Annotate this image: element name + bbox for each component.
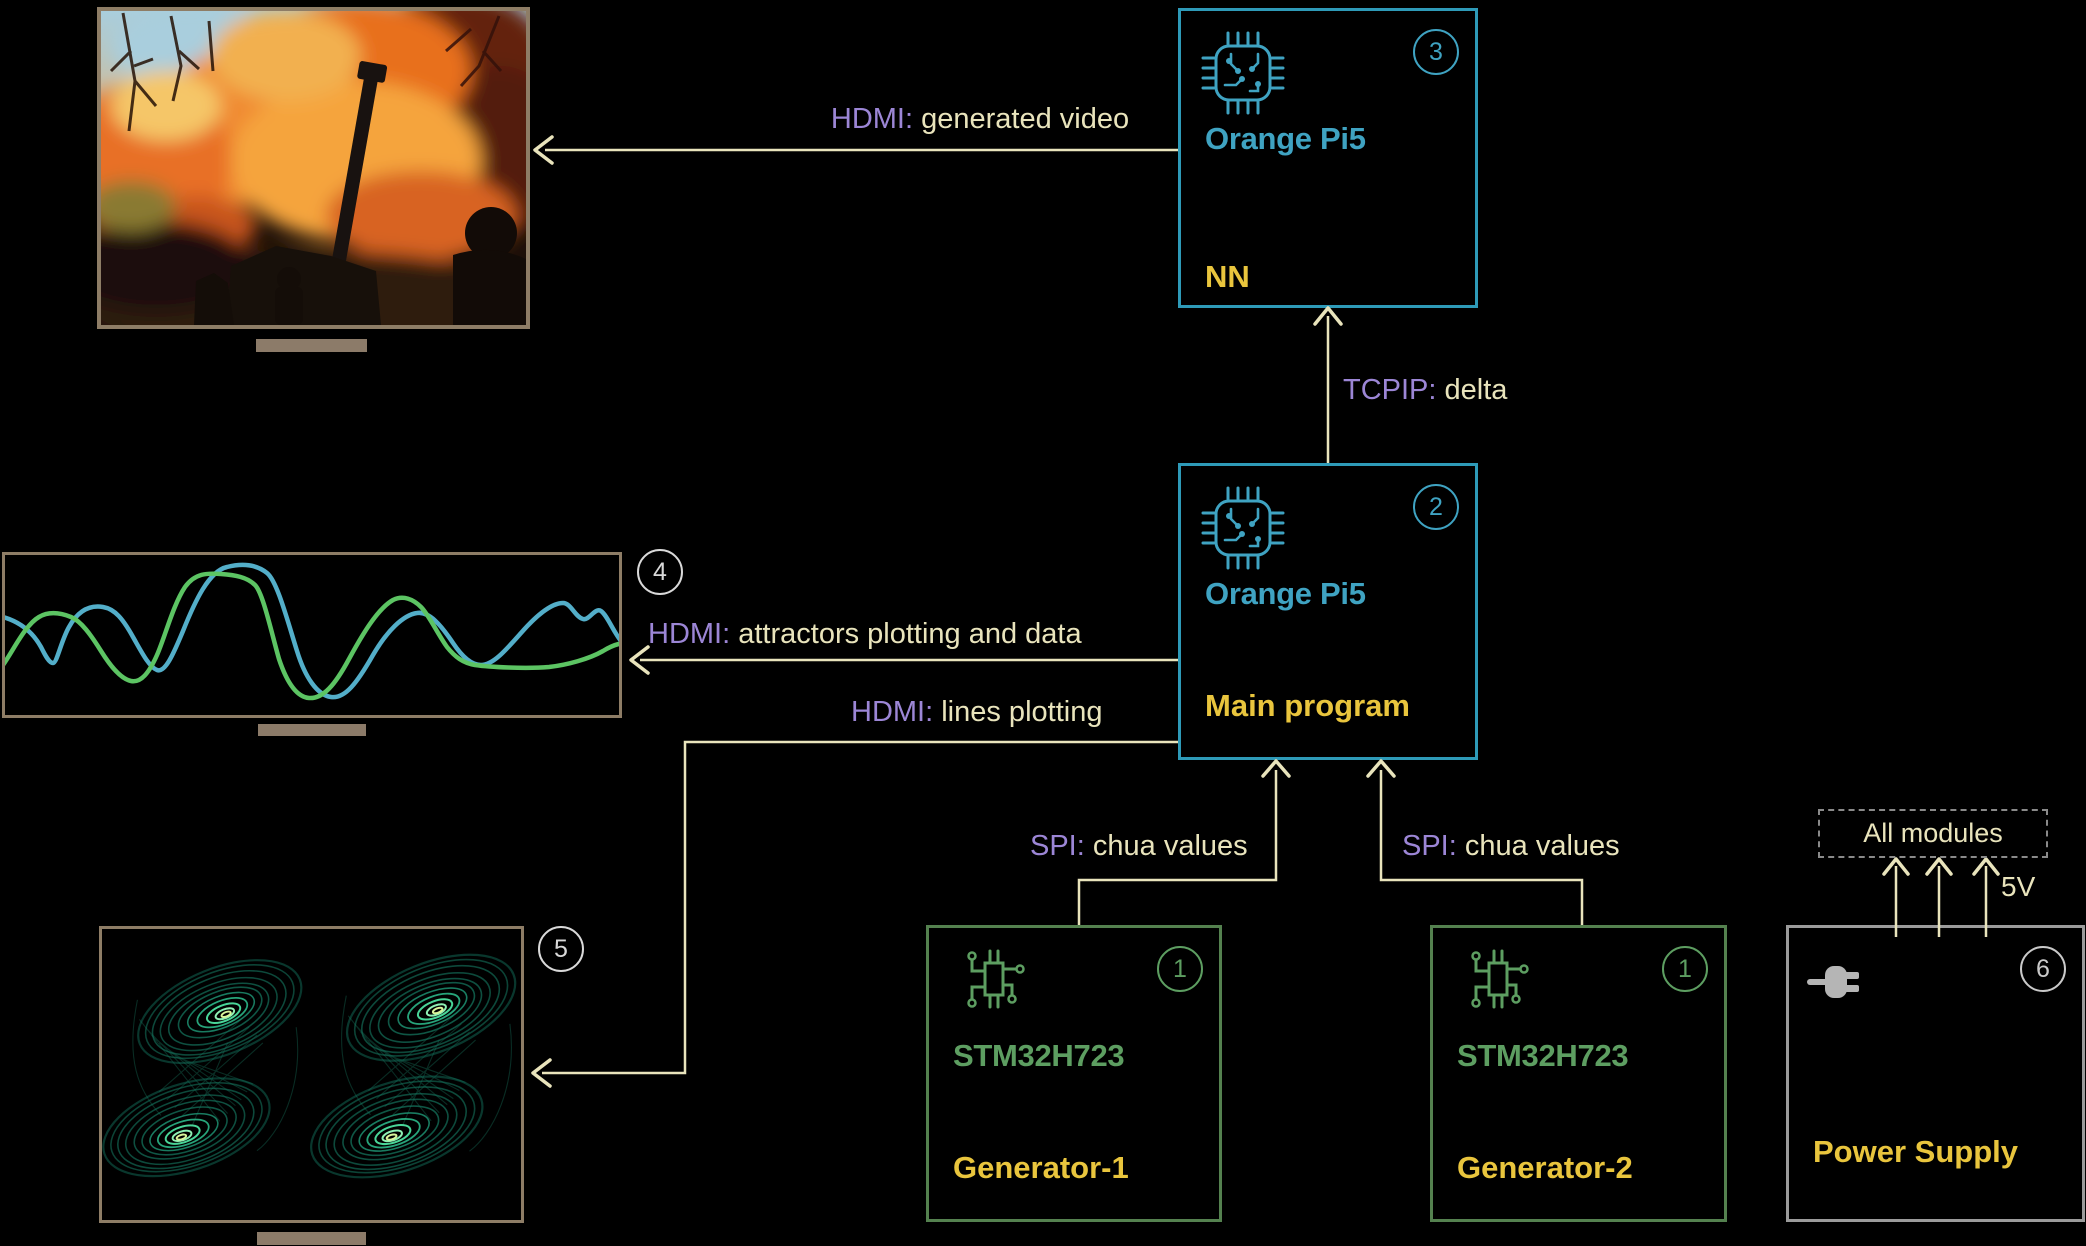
power-plug-icon [1807, 966, 1859, 998]
node-generator-2: 1 STM32H723 Generator-2 [1430, 925, 1727, 1222]
protocol-hdmi: HDMI: [648, 618, 731, 650]
waveform-plot [5, 562, 619, 701]
badge-number: 2 [1429, 492, 1443, 521]
all-modules-box: All modules [1818, 809, 2048, 858]
war-photo-image [101, 11, 526, 325]
display-lines-plot [2, 552, 622, 718]
waveform-blue [5, 562, 619, 700]
label-text: delta [1444, 374, 1508, 406]
label-tcpip-delta: TCPIP: delta [1343, 374, 1507, 407]
badge-number: 5 [554, 934, 568, 963]
waveform-green [5, 571, 619, 701]
all-modules-label: All modules [1863, 818, 2003, 848]
node-orangepi-nn: 3 Orange Pi5 NN [1178, 8, 1478, 308]
protocol-spi: SPI: [1030, 830, 1085, 862]
protocol-tcpip: TCPIP: [1343, 374, 1437, 406]
tree-silhouettes [109, 12, 503, 132]
node-title: STM32H723 [953, 1038, 1125, 1073]
node-badge: 3 [1413, 29, 1459, 75]
microcontroller-icon [1471, 949, 1529, 1009]
badge-number: 1 [1678, 954, 1692, 983]
label-spi-right: SPI: chua values [1402, 830, 1620, 863]
badge-number: 4 [653, 557, 667, 586]
display-attractors-badge: 5 [538, 926, 584, 972]
node-subtitle: NN [1205, 259, 1250, 294]
label-spi-left: SPI: chua values [1030, 830, 1248, 863]
label-text: generated video [921, 103, 1130, 135]
node-subtitle: Generator-1 [953, 1150, 1129, 1185]
label-text: chua values [1092, 830, 1248, 862]
label-generated-video: HDMI: generated video [790, 103, 1170, 136]
node-title: Orange Pi5 [1205, 576, 1366, 611]
protocol-hdmi: HDMI: [830, 103, 914, 135]
label-text: lines plotting [941, 696, 1103, 728]
chua-attractors-image [102, 932, 521, 1198]
display-generated-video [97, 7, 530, 329]
voltage-label: 5V [2001, 871, 2036, 902]
label-lines-plot: HDMI: lines plotting [851, 696, 1102, 729]
artillery-silhouette [194, 61, 526, 325]
microcontroller-icon [967, 949, 1025, 1009]
node-generator-1: 1 STM32H723 Generator-1 [926, 925, 1222, 1222]
node-badge: 1 [1662, 946, 1708, 992]
circuit-chip-icon [1201, 31, 1285, 115]
node-subtitle: Generator-2 [1457, 1150, 1633, 1185]
display-attractors [99, 926, 524, 1223]
badge-number: 3 [1429, 37, 1443, 66]
node-orangepi-main: 2 Orange Pi5 Main program [1178, 463, 1478, 760]
node-power-supply: 6 Power Supply [1786, 925, 2085, 1222]
badge-number: 6 [2036, 954, 2050, 983]
protocol-hdmi: HDMI: [851, 696, 934, 728]
node-subtitle: Main program [1205, 688, 1410, 723]
node-badge: 2 [1413, 484, 1459, 530]
circuit-chip-icon [1201, 486, 1285, 570]
label-attractors-plot: HDMI: attractors plotting and data [648, 618, 1082, 651]
node-badge: 1 [1157, 946, 1203, 992]
label-text: attractors plotting and data [738, 618, 1082, 650]
monitor-stand [257, 1232, 366, 1245]
node-subtitle: Power Supply [1813, 1134, 2018, 1169]
monitor-stand [258, 724, 366, 736]
node-badge: 6 [2020, 946, 2066, 992]
label-text: chua values [1464, 830, 1620, 862]
protocol-spi: SPI: [1402, 830, 1457, 862]
display-lines-badge: 4 [637, 549, 683, 595]
node-title: STM32H723 [1457, 1038, 1629, 1073]
node-title: Orange Pi5 [1205, 121, 1366, 156]
monitor-stand [256, 339, 367, 352]
badge-number: 1 [1173, 954, 1187, 983]
